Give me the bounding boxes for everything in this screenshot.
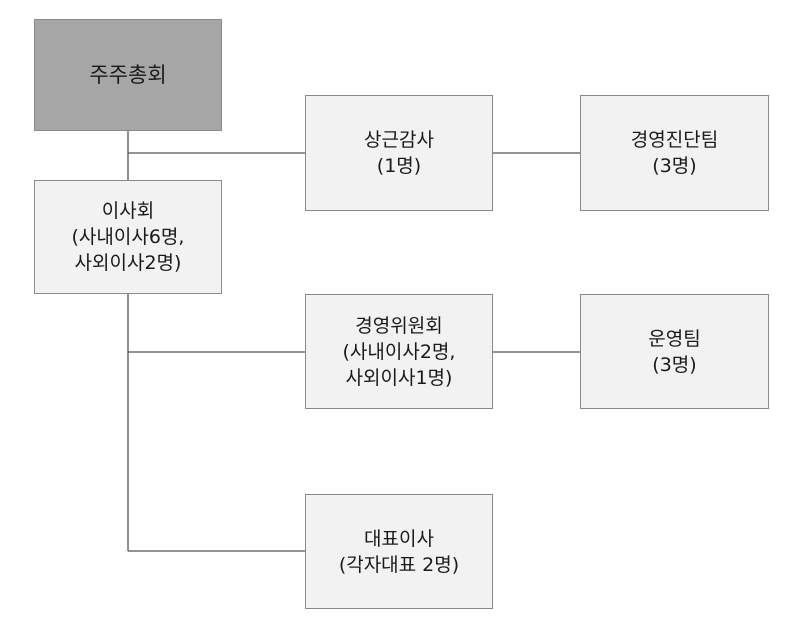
node-diagnosis-team: 경영진단팀 (3명)	[580, 95, 769, 211]
node-shareholders: 주주총회	[34, 19, 222, 131]
node-ceo-label: 대표이사	[364, 527, 434, 550]
node-auditor: 상근감사 (1명)	[305, 95, 493, 211]
node-management-committee: 경영위원회 (사내이사2명, 사외이사1명)	[305, 294, 493, 409]
node-board-inside-directors: (사내이사6명,	[71, 226, 185, 248]
node-ceo: 대표이사 (각자대표 2명)	[305, 494, 493, 609]
node-operations-team: 운영팀 (3명)	[580, 294, 769, 409]
node-diagnosis-team-count: (3명)	[652, 155, 697, 177]
node-management-committee-label: 경영위원회	[355, 314, 443, 337]
node-shareholders-label: 주주총회	[89, 63, 167, 87]
node-auditor-label: 상근감사	[364, 129, 434, 151]
node-board: 이사회 (사내이사6명, 사외이사2명)	[34, 180, 222, 294]
node-auditor-count: (1명)	[376, 155, 422, 177]
node-operations-team-label: 운영팀	[648, 327, 701, 350]
node-board-label: 이사회	[101, 200, 155, 222]
node-diagnosis-team-label: 경영진단팀	[630, 129, 719, 151]
node-operations-team-count: (3명)	[652, 353, 697, 376]
node-management-committee-outside: 사외이사1명)	[345, 366, 453, 389]
node-board-outside-directors: 사외이사2명)	[74, 252, 182, 274]
node-ceo-count: (각자대표 2명)	[338, 553, 460, 576]
node-management-committee-inside: (사내이사2명,	[342, 340, 456, 363]
